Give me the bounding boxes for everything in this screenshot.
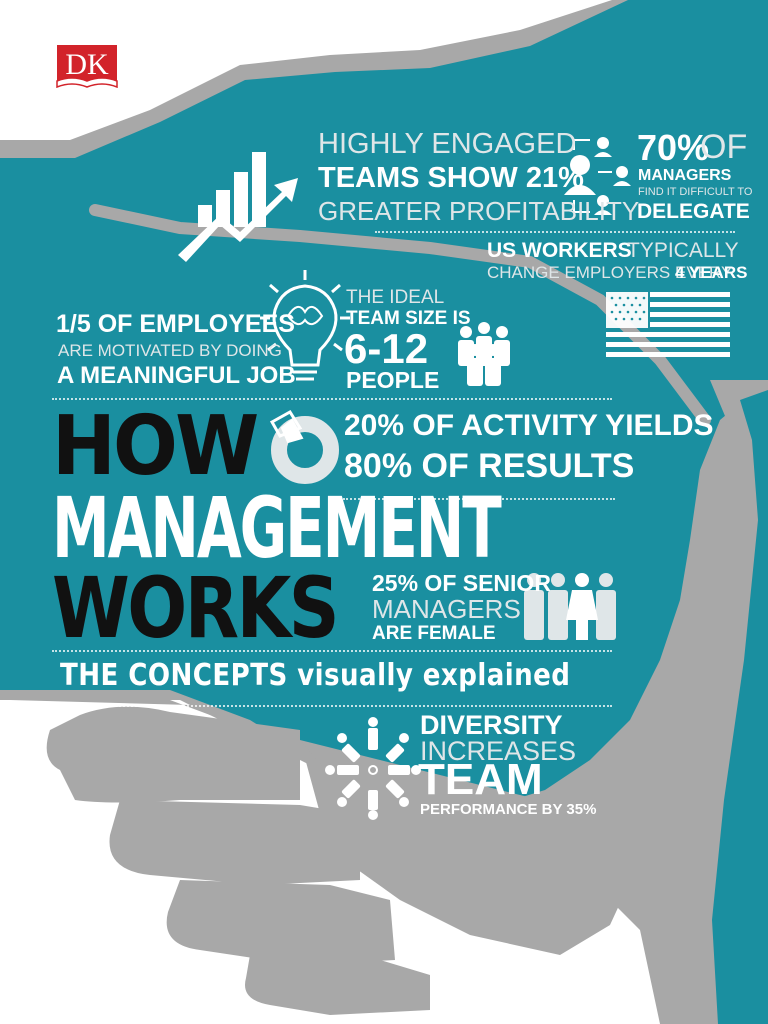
logo-text: DK	[65, 48, 109, 81]
pareto-pie-icon	[269, 409, 339, 484]
divider-subtitle-bottom	[52, 705, 612, 707]
title-line-management: MANAGEMENT	[52, 479, 502, 577]
us-workers-line-2: CHANGE EMPLOYERS EVERY	[487, 263, 733, 282]
delegate-icon	[564, 137, 631, 215]
senior-line-3: ARE FEMALE	[372, 623, 496, 644]
title-line-how: HOW	[52, 399, 259, 494]
team-size-line-4: PEOPLE	[346, 367, 440, 393]
diversity-line-4: PERFORMANCE BY 35%	[420, 801, 597, 818]
cover-subtitle: THE CONCEPTS visually explained	[60, 658, 571, 693]
diversity-line-2: INCREASES	[420, 736, 577, 766]
divider-subtitle-top	[52, 650, 612, 652]
team-size-line-3: 6-12	[344, 325, 429, 372]
title-line-works: WORKS	[52, 559, 340, 657]
engaged-line-3: GREATER PROFITABILITY	[318, 196, 640, 226]
upper-swoosh	[89, 204, 711, 426]
senior-line-2: MANAGERS	[372, 594, 521, 624]
divider-title-right	[343, 498, 615, 500]
diversity-line-3: TEAM	[418, 755, 543, 804]
dk-logo: DK	[56, 45, 118, 88]
female-manager-icon	[566, 573, 598, 640]
team-size-line-2: TEAM SIZE IS	[346, 308, 471, 329]
pareto-line-1: 20% OF ACTIVITY YIELDS	[344, 409, 714, 442]
team-size-line-1: THE IDEAL	[346, 287, 445, 308]
engaged-line-1: HIGHLY ENGAGED	[318, 128, 577, 160]
diversity-line-1: DIVERSITY	[420, 710, 563, 740]
grey-fingers	[46, 706, 640, 1015]
divider-top-right	[375, 231, 735, 233]
divider-middle	[52, 398, 612, 400]
us-workers-bold: US WORKERS	[487, 239, 632, 262]
managers-people-icon	[524, 573, 616, 640]
delegate-line-2: MANAGERS	[638, 167, 732, 184]
lightbulb-brain-icon	[260, 270, 350, 381]
senior-line-1: 25% OF SENIOR	[372, 570, 551, 596]
delegate-line-4: DELEGATE	[637, 200, 750, 223]
delegate-big: 70%	[637, 127, 710, 168]
delegate-line-3: FIND IT DIFFICULT TO	[638, 186, 753, 198]
hand-gap	[10, 700, 330, 775]
cuff-inner	[712, 390, 768, 1024]
employees-line-3: A MEANINGFUL JOB	[57, 362, 296, 389]
engaged-line-2: TEAMS SHOW 21%	[318, 162, 584, 194]
employees-line-2: ARE MOTIVATED BY DOING	[58, 341, 282, 360]
pareto-line-2: 80% OF RESULTS	[344, 447, 635, 485]
diversity-people-icon	[325, 717, 421, 820]
delegate-of: OF	[700, 128, 748, 166]
employees-line-1: 1/5 OF EMPLOYEES	[56, 310, 295, 338]
us-workers-light: TYPICALLY	[627, 239, 739, 262]
team-people-icon	[458, 322, 510, 386]
growth-chart-icon	[178, 152, 298, 262]
us-flag-icon	[606, 292, 730, 357]
us-workers-years: 4 YEARS	[675, 263, 748, 282]
